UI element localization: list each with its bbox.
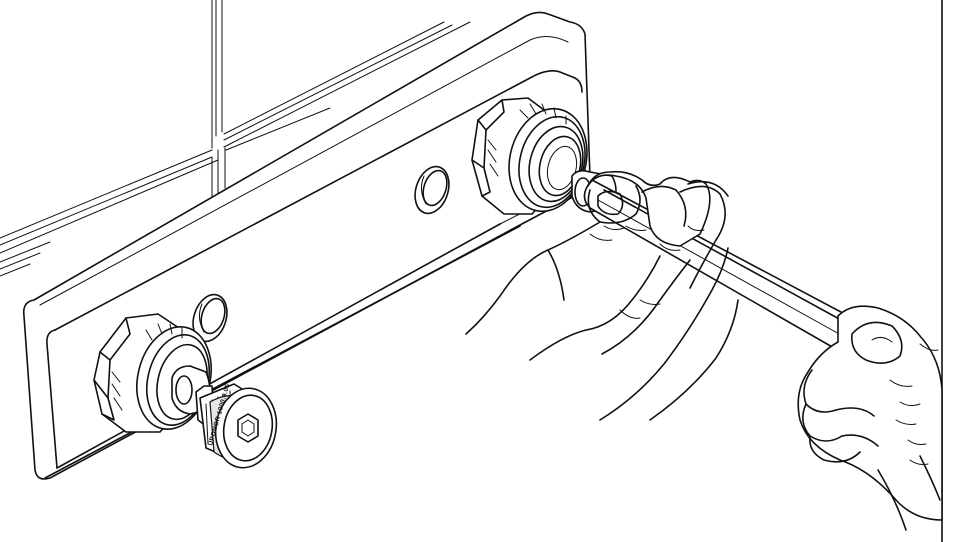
hand-back — [797, 305, 943, 531]
hex-socket-icon — [237, 413, 259, 443]
wall-tiles — [0, 0, 471, 277]
hand-front — [465, 170, 739, 421]
connector-left — [93, 313, 215, 433]
screw-plug: UPONOR 1000.0.05 — [199, 383, 278, 469]
connector-right — [471, 97, 617, 215]
plate-hole-right — [414, 165, 450, 215]
